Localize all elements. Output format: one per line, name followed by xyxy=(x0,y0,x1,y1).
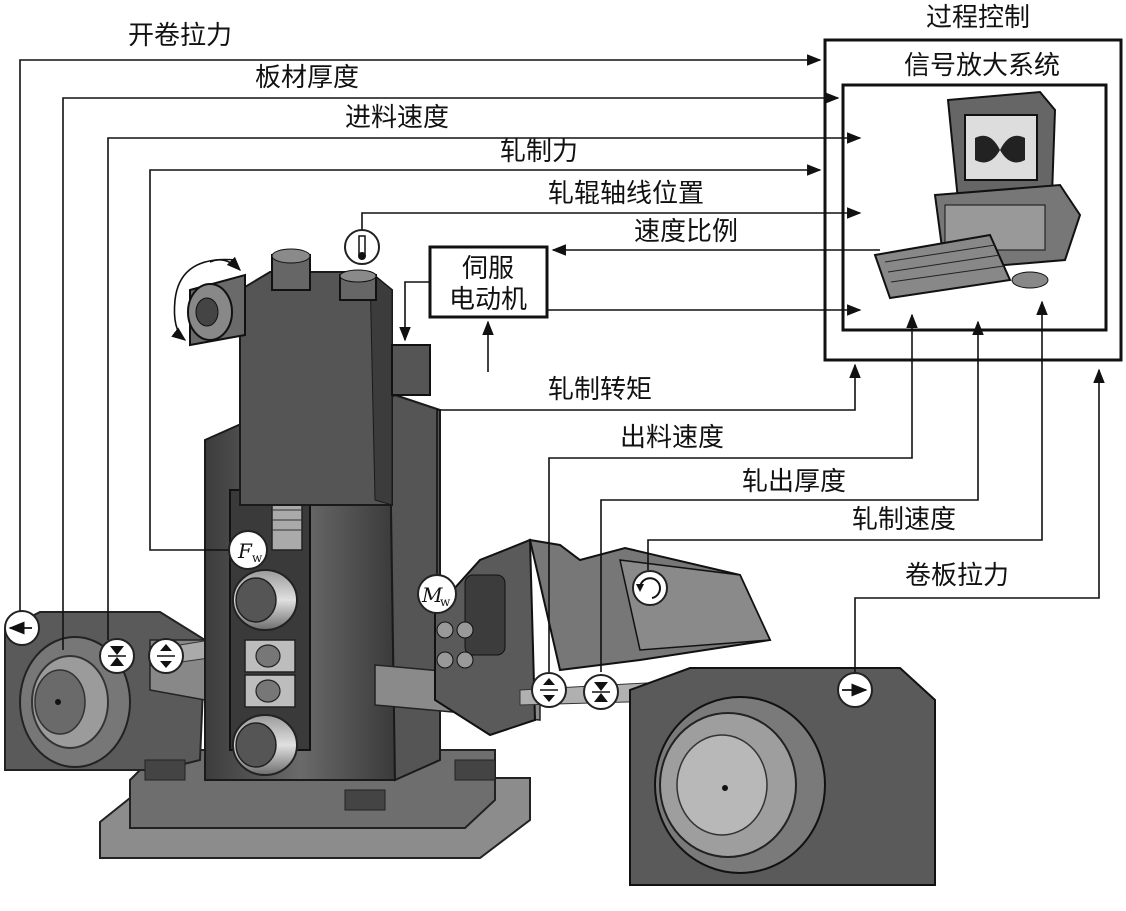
label-speed-ratio: 速度比例 xyxy=(634,217,738,247)
screw-down-housing xyxy=(171,248,431,506)
servo-motor: 伺服 电动机 xyxy=(428,245,549,319)
thickness-sensor-exit-icon xyxy=(583,674,619,710)
speed-sensor-exit-icon xyxy=(531,672,567,708)
label-exit-thickness: 轧出厚度 xyxy=(742,467,846,497)
roll-position-gauge-icon xyxy=(344,229,380,265)
line-coil-tension xyxy=(854,368,1105,672)
line-uncoil-tension xyxy=(19,54,822,612)
line-exit-thickness xyxy=(600,320,984,672)
line-sheet-thickness xyxy=(62,92,840,650)
line-exit-speed xyxy=(548,313,918,672)
tension-sensor-left-icon xyxy=(4,610,40,646)
label-coil-tension: 卷板拉力 xyxy=(905,561,1009,591)
thickness-sensor-entry-icon xyxy=(99,638,135,674)
coiler xyxy=(629,667,936,886)
line-rolling-speed xyxy=(647,300,1048,570)
line-rolling-force xyxy=(149,164,822,551)
label-exit-speed: 出料速度 xyxy=(620,423,724,453)
label-rolling-torque: 轧制转矩 xyxy=(548,375,652,405)
force-sensor-subscript: w xyxy=(252,551,263,565)
rolling-mill-illustration xyxy=(4,248,936,886)
line-roll-axis-position xyxy=(361,207,862,230)
line-rolling-torque xyxy=(436,363,861,578)
line-servo-drive xyxy=(399,281,430,342)
mill-housing xyxy=(144,393,496,811)
force-sensor-symbol: F xyxy=(237,539,253,563)
computer-icon xyxy=(873,90,1082,300)
rotation-speed-sensor-icon xyxy=(632,570,668,606)
servo-label-line1: 伺服 xyxy=(462,254,514,284)
torque-sensor-subscript: w xyxy=(440,595,451,609)
label-uncoil-tension: 开卷拉力 xyxy=(128,21,232,51)
label-rolling-force: 轧制力 xyxy=(500,137,578,167)
torque-sensor: M w xyxy=(417,574,457,614)
sensors: F w M w xyxy=(4,229,873,710)
label-rolling-speed: 轧制速度 xyxy=(852,505,956,535)
control-subtitle: 信号放大系统 xyxy=(904,51,1060,81)
signal-labels: 开卷拉力 板材厚度 进料速度 轧制力 轧辊轴线位置 速度比例 轧制转矩 出料速度… xyxy=(128,21,1009,591)
force-sensor: F w xyxy=(228,530,268,570)
label-feed-speed: 进料速度 xyxy=(345,103,449,133)
servo-label-line2: 电动机 xyxy=(449,285,527,315)
control-title: 过程控制 xyxy=(926,3,1030,33)
speed-sensor-entry-icon xyxy=(148,638,184,674)
process-control-unit: 过程控制 信号放大系统 xyxy=(823,3,1123,362)
torque-sensor-symbol: M xyxy=(421,583,443,607)
tension-sensor-right-icon xyxy=(837,672,873,708)
label-roll-axis-position: 轧辊轴线位置 xyxy=(548,179,704,209)
servo-motor-box xyxy=(428,245,549,319)
line-feed-speed xyxy=(107,132,862,640)
signal-lines xyxy=(19,54,1105,672)
label-sheet-thickness: 板材厚度 xyxy=(255,63,359,93)
